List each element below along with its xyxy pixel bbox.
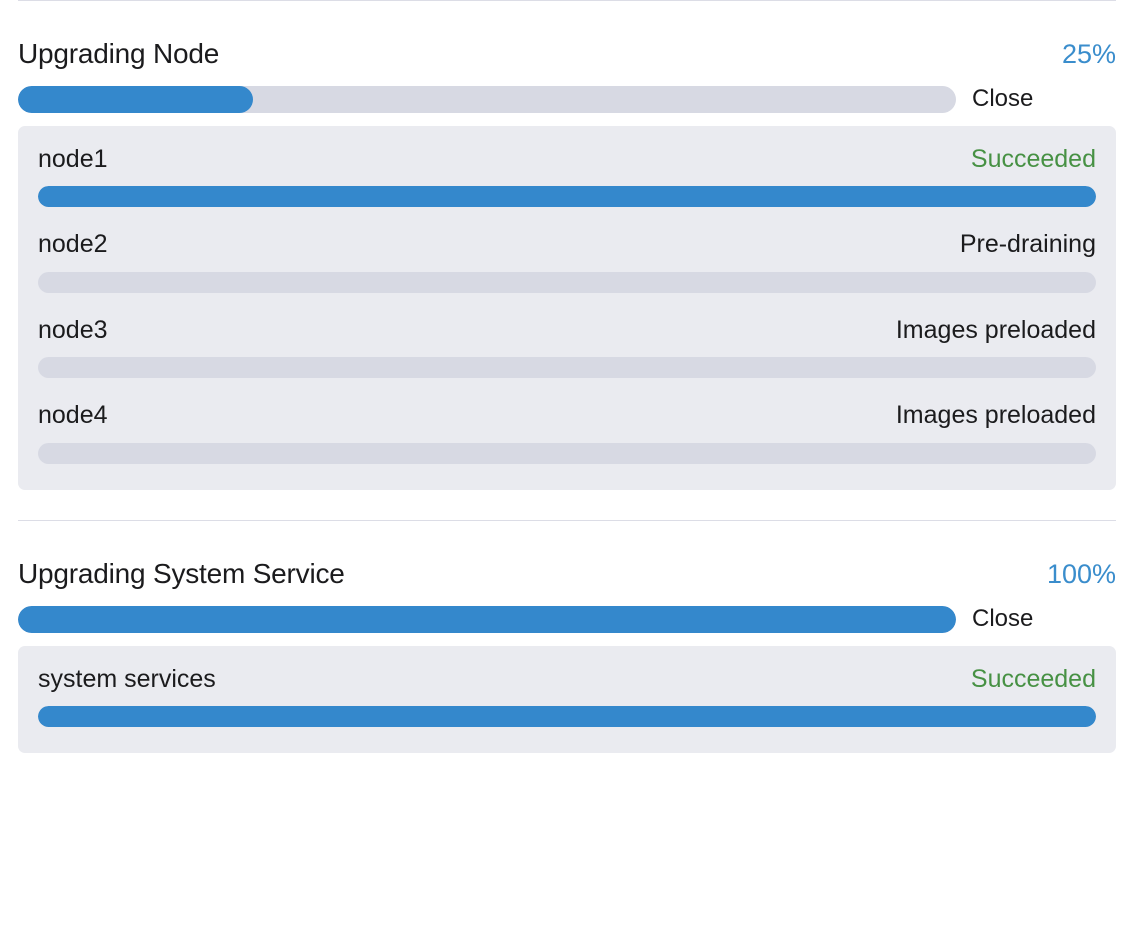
overall-progress-track [18, 605, 956, 633]
service-progress-track [38, 706, 1096, 728]
node-progress-track [38, 357, 1096, 379]
list-item-header: system services Succeeded [38, 664, 1096, 694]
status-badge: Images preloaded [895, 401, 1096, 430]
status-badge: Images preloaded [895, 315, 1096, 344]
list-item-header: node3 Images preloaded [38, 315, 1096, 345]
status-badge: Pre-draining [959, 230, 1096, 259]
node-name: node2 [38, 230, 108, 259]
overall-progress-fill [18, 605, 956, 633]
section-upgrading-node: Upgrading Node 25% Close node1 Succeeded [0, 1, 1134, 490]
node-progress-track [38, 186, 1096, 208]
overall-progress-row: Close [18, 85, 1116, 113]
status-badge: Succeeded [970, 664, 1096, 693]
node-progress-track [38, 271, 1096, 293]
section-divider [18, 519, 1116, 521]
close-button[interactable]: Close [972, 85, 1034, 113]
overall-progress-track [18, 85, 956, 113]
node-progress-track [38, 442, 1096, 464]
list-item: node2 Pre-draining [38, 231, 1096, 293]
node-name: node1 [38, 144, 108, 173]
section-header: Upgrading Node 25% [18, 1, 1116, 70]
overall-progress-percent: 100% [1046, 558, 1116, 589]
list-item: node3 Images preloaded [38, 315, 1096, 379]
close-button[interactable]: Close [972, 605, 1034, 633]
section-upgrading-system-service: Upgrading System Service 100% Close syst… [0, 521, 1134, 754]
page-title: Upgrading Node [18, 38, 220, 69]
overall-progress-row: Close [18, 605, 1116, 633]
node-list-panel: node1 Succeeded node2 Pre-draining n [18, 125, 1116, 490]
node-progress-fill [38, 186, 1096, 208]
section-spacer [0, 490, 1134, 520]
list-item-header: node1 Succeeded [38, 144, 1096, 174]
overall-progress-percent: 25% [1061, 39, 1116, 69]
section-header: Upgrading System Service 100% [18, 521, 1116, 590]
service-progress-fill [38, 706, 1096, 728]
list-item-header: node2 Pre-draining [38, 231, 1096, 259]
top-divider [18, 0, 1116, 1]
list-item: system services Succeeded [38, 664, 1096, 728]
status-badge: Succeeded [970, 144, 1096, 173]
service-name: system services [38, 664, 216, 693]
list-item: node4 Images preloaded [38, 402, 1096, 464]
list-item: node1 Succeeded [38, 144, 1096, 208]
list-item-header: node4 Images preloaded [38, 402, 1096, 430]
page-title: Upgrading System Service [18, 557, 345, 589]
overall-progress-fill [18, 85, 253, 113]
service-list-panel: system services Succeeded [18, 645, 1116, 754]
node-name: node4 [38, 401, 108, 430]
node-name: node3 [38, 315, 108, 344]
